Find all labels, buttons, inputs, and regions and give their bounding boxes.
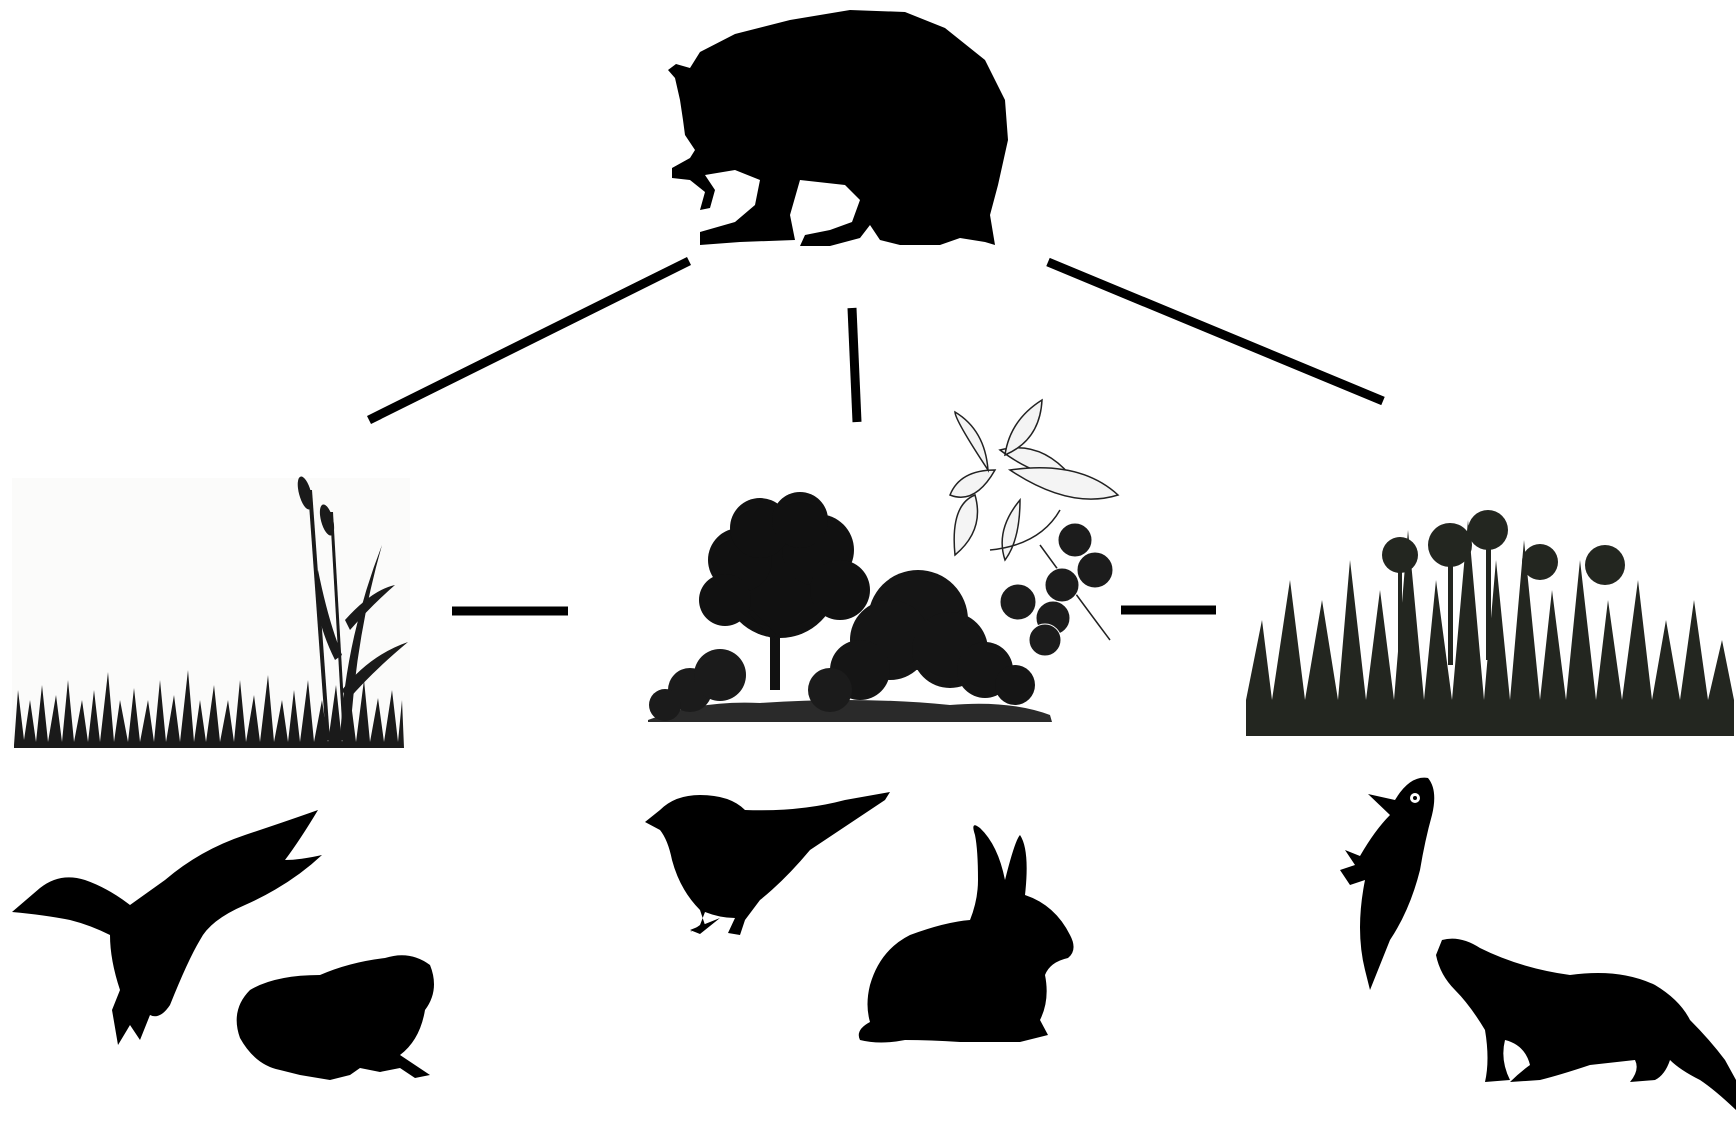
marten-icon: [1436, 939, 1736, 1110]
frog-icon: [237, 955, 434, 1080]
connector-right: [1048, 262, 1383, 401]
songbird-icon: [645, 792, 890, 935]
shrubland-trees-icon: [648, 492, 1052, 722]
rabbit-icon: [859, 825, 1074, 1042]
connector-center: [852, 308, 857, 422]
wetland-grass-cattail-icon: [12, 475, 410, 748]
blackberry-branch-icon: [950, 400, 1118, 656]
bear-icon: [668, 10, 1008, 246]
connector-left: [369, 261, 689, 420]
conifer-forest-icon: [1246, 510, 1734, 736]
woodpecker-icon: [1340, 778, 1434, 990]
